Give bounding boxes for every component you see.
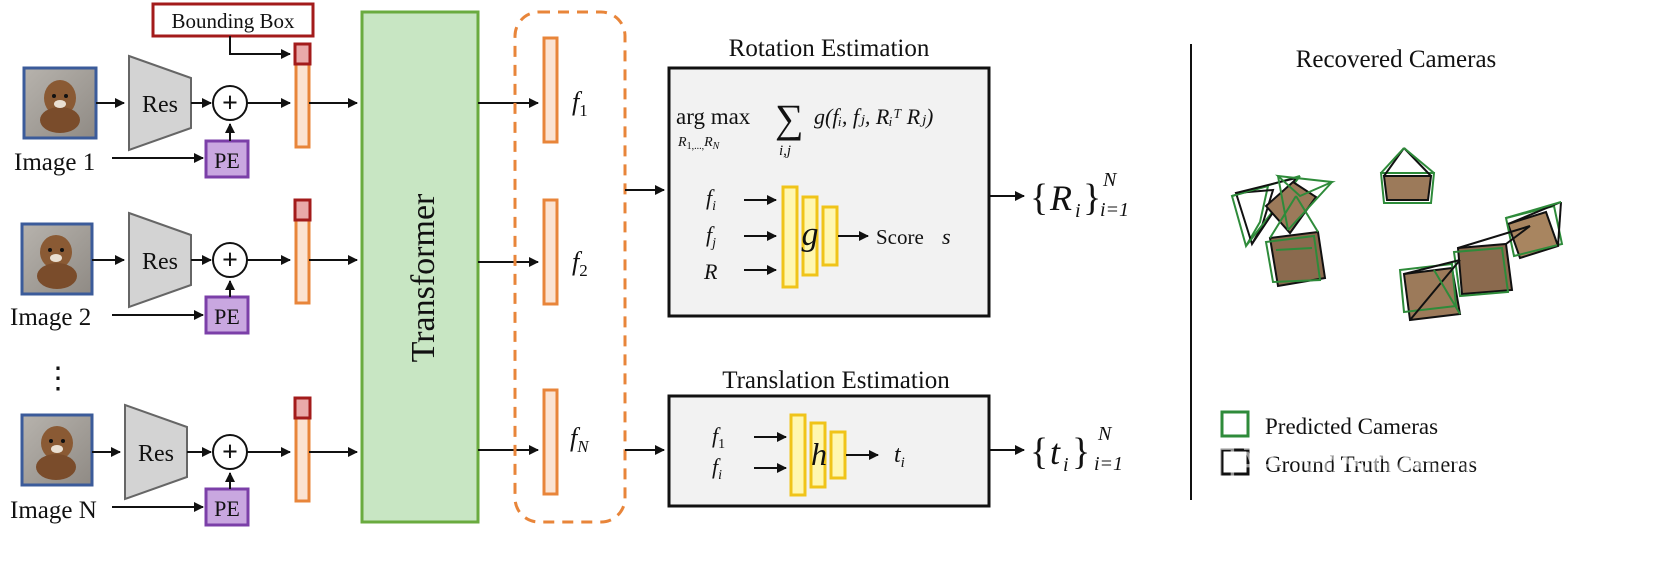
- rotation-output-brace-open: {i: [1030, 177, 1059, 219]
- argmax-subscript: R1,...,RN: [677, 135, 721, 152]
- mlp-g-label: g: [802, 216, 819, 253]
- translation-input-f1: f1: [712, 423, 725, 452]
- rotation-output-sup: N: [1102, 169, 1118, 191]
- rotation-input-fi: fi: [706, 185, 716, 214]
- rotation-output-symbol: R: [1049, 178, 1072, 218]
- sum-subscript: i,j: [779, 143, 791, 159]
- rotation-output: {i R i } N i=1: [1030, 169, 1129, 222]
- translation-mlp-h: [789, 413, 847, 497]
- camera-cluster-left: [1230, 174, 1336, 288]
- watermark-text: 知乎 @Sheldon: [1194, 440, 1518, 491]
- input-row-2: Image 2 Res + PE: [10, 198, 358, 335]
- transformer-block: Transformer: [360, 10, 480, 524]
- image-label-1: Image 1: [14, 149, 95, 176]
- resnet-encoder-1: [128, 54, 192, 152]
- rotation-input-r: R: [703, 259, 718, 284]
- translation-output-sub: i: [1063, 454, 1069, 476]
- rotation-output-brace-close: }: [1083, 177, 1101, 219]
- rotation-output-sub: i: [1075, 200, 1081, 222]
- translation-result: ti: [894, 442, 905, 471]
- resnet-encoder-2: [128, 211, 192, 309]
- camera-cluster-top: [1379, 147, 1436, 204]
- plus-symbol-1: +: [222, 88, 238, 119]
- input-row-n: Image N Res + PE: [10, 396, 358, 527]
- feature-group: f1 f2 fN: [513, 10, 627, 524]
- feature-label-2: f2: [572, 247, 588, 280]
- translation-output-symbol: t: [1050, 432, 1061, 472]
- bbox-token-1: [293, 42, 312, 66]
- image-label-n: Image N: [10, 497, 97, 524]
- legend: Predicted Cameras Ground Truth Cameras: [1220, 410, 1477, 477]
- input-row-1: Image 1 Res + PE: [14, 42, 358, 179]
- input-image-1: [22, 66, 98, 140]
- resnet-encoder-n: [124, 403, 188, 501]
- positional-encoding-n: [204, 487, 250, 527]
- plus-symbol-2: +: [222, 245, 238, 276]
- res-label-n: Res: [138, 441, 174, 467]
- translation-estimation-module: Translation Estimation f1 fi h ti: [667, 367, 991, 508]
- bbox-token-2: [293, 198, 312, 222]
- bounding-box-callout: Bounding Box: [151, 2, 315, 59]
- rotation-mlp-g: [781, 185, 839, 289]
- feature-label-n: fN: [570, 423, 590, 456]
- mlp-h-label: h: [811, 436, 827, 472]
- camera-cluster-right: [1398, 201, 1564, 322]
- translation-output-range: i=1: [1094, 453, 1123, 475]
- rotation-output-range: i=1: [1100, 199, 1129, 221]
- legend-ground-truth-label: Ground Truth Cameras: [1265, 452, 1477, 477]
- bounding-box-label: Bounding Box: [171, 9, 295, 33]
- argmax-label: arg max: [676, 104, 751, 129]
- input-image-n: [20, 413, 94, 487]
- objective-function: g(fᵢ, fⱼ, Rᵢᵀ Rⱼ): [814, 104, 933, 129]
- legend-predicted-swatch: [1220, 410, 1250, 438]
- positional-encoding-1: [204, 139, 250, 179]
- translation-output-brace-close: }: [1072, 431, 1090, 473]
- recovered-cameras-title: Recovered Cameras: [1296, 46, 1497, 73]
- bbox-token-n: [293, 396, 312, 420]
- transformer-label: Transformer: [405, 193, 442, 362]
- sum-symbol: ∑: [775, 96, 804, 141]
- translation-output-brace-open: {: [1030, 431, 1048, 473]
- feature-bar-2: [542, 198, 559, 306]
- feature-bar-n: [542, 388, 559, 496]
- pe-label-n: PE: [214, 496, 240, 521]
- translation-input-fi: fi: [712, 454, 722, 483]
- more-images-ellipsis: ⋮: [43, 362, 73, 395]
- rotation-estimation-module: Rotation Estimation arg max R1,...,RN ∑ …: [667, 35, 991, 318]
- feature-label-1: f1: [572, 87, 588, 120]
- feature-bar-1: [542, 36, 559, 144]
- pe-label-2: PE: [214, 304, 240, 329]
- res-label-1: Res: [142, 92, 178, 118]
- score-symbol: s: [942, 224, 951, 249]
- translation-output: { t i } N i=1: [1030, 423, 1123, 476]
- translation-output-sup: N: [1097, 423, 1113, 445]
- plus-symbol-n: +: [222, 437, 238, 468]
- recovered-cameras-panel: Recovered Cameras: [1194, 46, 1564, 491]
- translation-title: Translation Estimation: [722, 367, 950, 394]
- rotation-input-fj: fj: [706, 222, 716, 251]
- legend-predicted-label: Predicted Cameras: [1265, 414, 1438, 439]
- pe-label-1: PE: [214, 148, 240, 173]
- res-label-2: Res: [142, 249, 178, 275]
- image-label-2: Image 2: [10, 304, 91, 331]
- positional-encoding-2: [204, 295, 250, 335]
- rotation-title: Rotation Estimation: [729, 35, 930, 62]
- legend-ground-truth-swatch: [1220, 448, 1250, 476]
- score-label: Score: [876, 225, 924, 249]
- input-image-2: [20, 222, 94, 296]
